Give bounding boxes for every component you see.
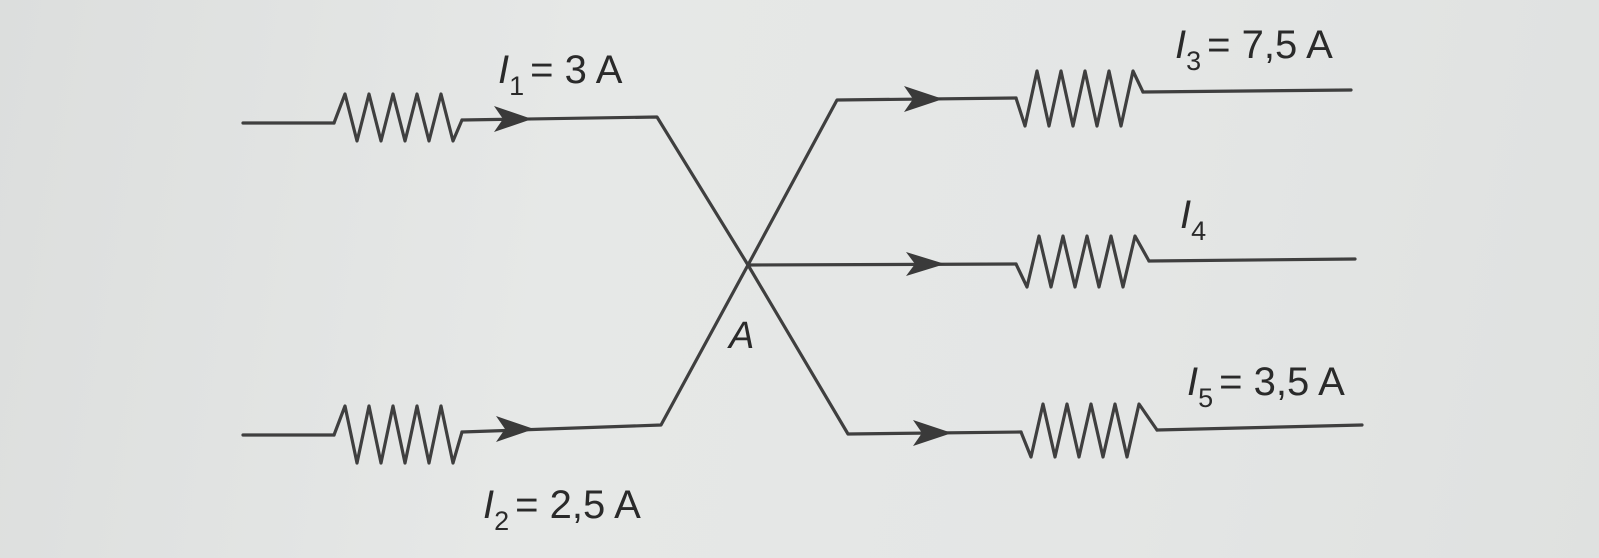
arrow-i5 <box>913 420 952 446</box>
branch-i1 <box>241 92 750 267</box>
resistor-i2 <box>332 404 464 465</box>
label-i4: I4 <box>1180 193 1206 246</box>
wire-i5-b <box>1155 423 1364 432</box>
arrow-i3 <box>904 86 943 112</box>
wire-i1-b <box>460 115 750 267</box>
label-i3: I3= 7,5 A <box>1175 23 1333 76</box>
arrow-i1 <box>494 106 532 132</box>
wire-i3 <box>746 96 1018 267</box>
branch-i2 <box>241 263 750 465</box>
branch-i4 <box>746 234 1357 289</box>
wire-i4 <box>746 262 1018 267</box>
label-i1: I1= 3 A <box>498 48 623 101</box>
node-label-a: A <box>727 315 754 357</box>
wire-i5 <box>746 263 1023 436</box>
resistor-i3 <box>1014 69 1145 128</box>
wire-i2-b <box>460 263 750 434</box>
arrow-i2 <box>496 416 534 442</box>
wire-i4-b <box>1147 257 1357 263</box>
branch-i5 <box>746 263 1364 459</box>
wire-i3-b <box>1141 88 1353 94</box>
label-i5: I5= 3,5 A <box>1187 360 1345 413</box>
arrow-i4 <box>906 252 945 276</box>
branch-i3 <box>746 69 1353 267</box>
resistor-i1 <box>332 92 464 143</box>
resistor-i5 <box>1019 402 1159 459</box>
resistor-i4 <box>1014 234 1151 289</box>
label-i2: I2= 2,5 A <box>483 483 641 536</box>
